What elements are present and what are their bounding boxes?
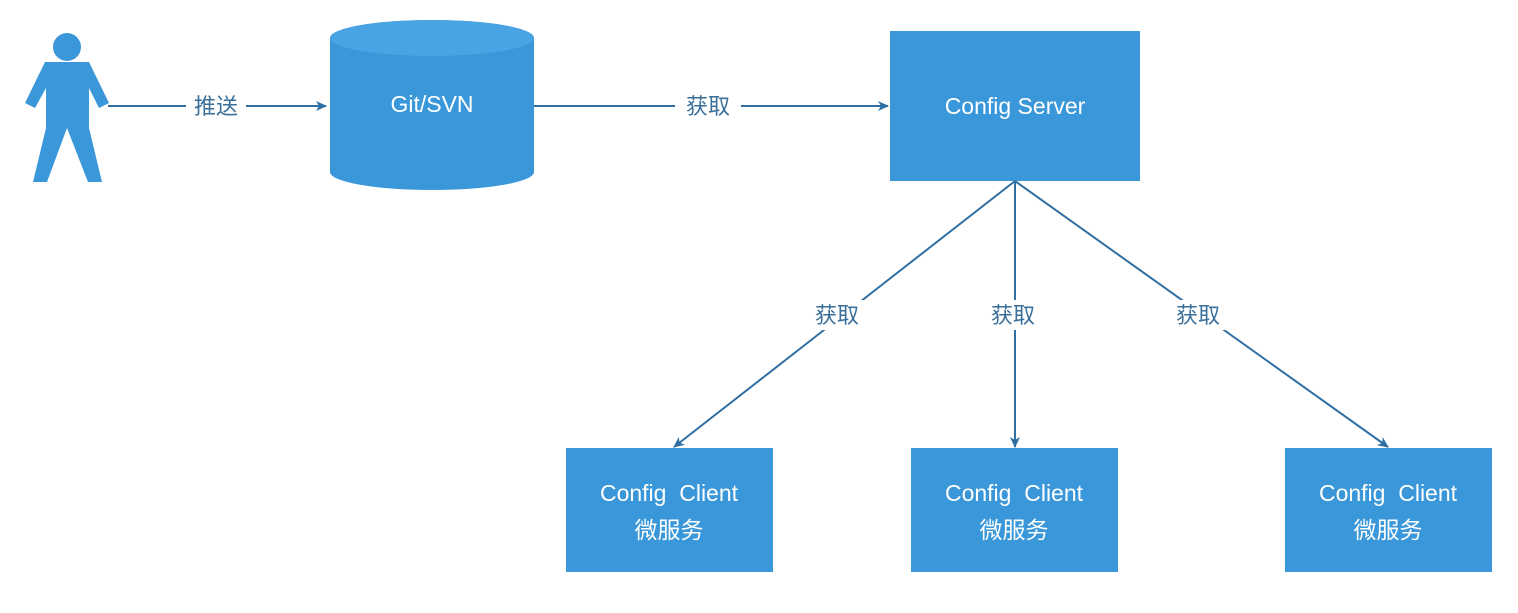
- fetch-client-edge-label-1: 获取: [815, 303, 859, 328]
- fetch-client-edge-3: 获取: [1014, 180, 1389, 448]
- config-client-sublabel-3: 微服务: [1354, 517, 1423, 543]
- config-client-node-2: Config Client 微服务: [911, 448, 1118, 572]
- fetch-repo-edge-label: 获取: [686, 94, 730, 119]
- fetch-repo-edge: 获取: [534, 92, 889, 120]
- repository-label: Git/SVN: [390, 91, 473, 117]
- fetch-client-edge-2: 获取: [983, 181, 1045, 448]
- fetch-client-edge-label-3: 获取: [1176, 303, 1220, 328]
- push-edge: 推送: [108, 92, 327, 120]
- config-client-node-1: Config Client 微服务: [566, 448, 773, 572]
- config-client-node-3: Config Client 微服务: [1285, 448, 1492, 572]
- config-client-sublabel-2: 微服务: [980, 517, 1049, 543]
- fetch-client-edge-label-2: 获取: [991, 303, 1035, 328]
- config-client-label-1: Config Client: [600, 480, 739, 506]
- config-client-label-2: Config Client: [945, 480, 1084, 506]
- person-icon: [25, 33, 109, 182]
- git-svn-repository: Git/SVN: [330, 20, 534, 190]
- fetch-client-edge-1: 获取: [673, 180, 1016, 448]
- config-server-label: Config Server: [945, 93, 1086, 119]
- push-edge-label: 推送: [194, 94, 238, 119]
- config-client-label-3: Config Client: [1319, 480, 1458, 506]
- config-server-node: Config Server: [890, 31, 1140, 181]
- config-client-sublabel-1: 微服务: [635, 517, 704, 543]
